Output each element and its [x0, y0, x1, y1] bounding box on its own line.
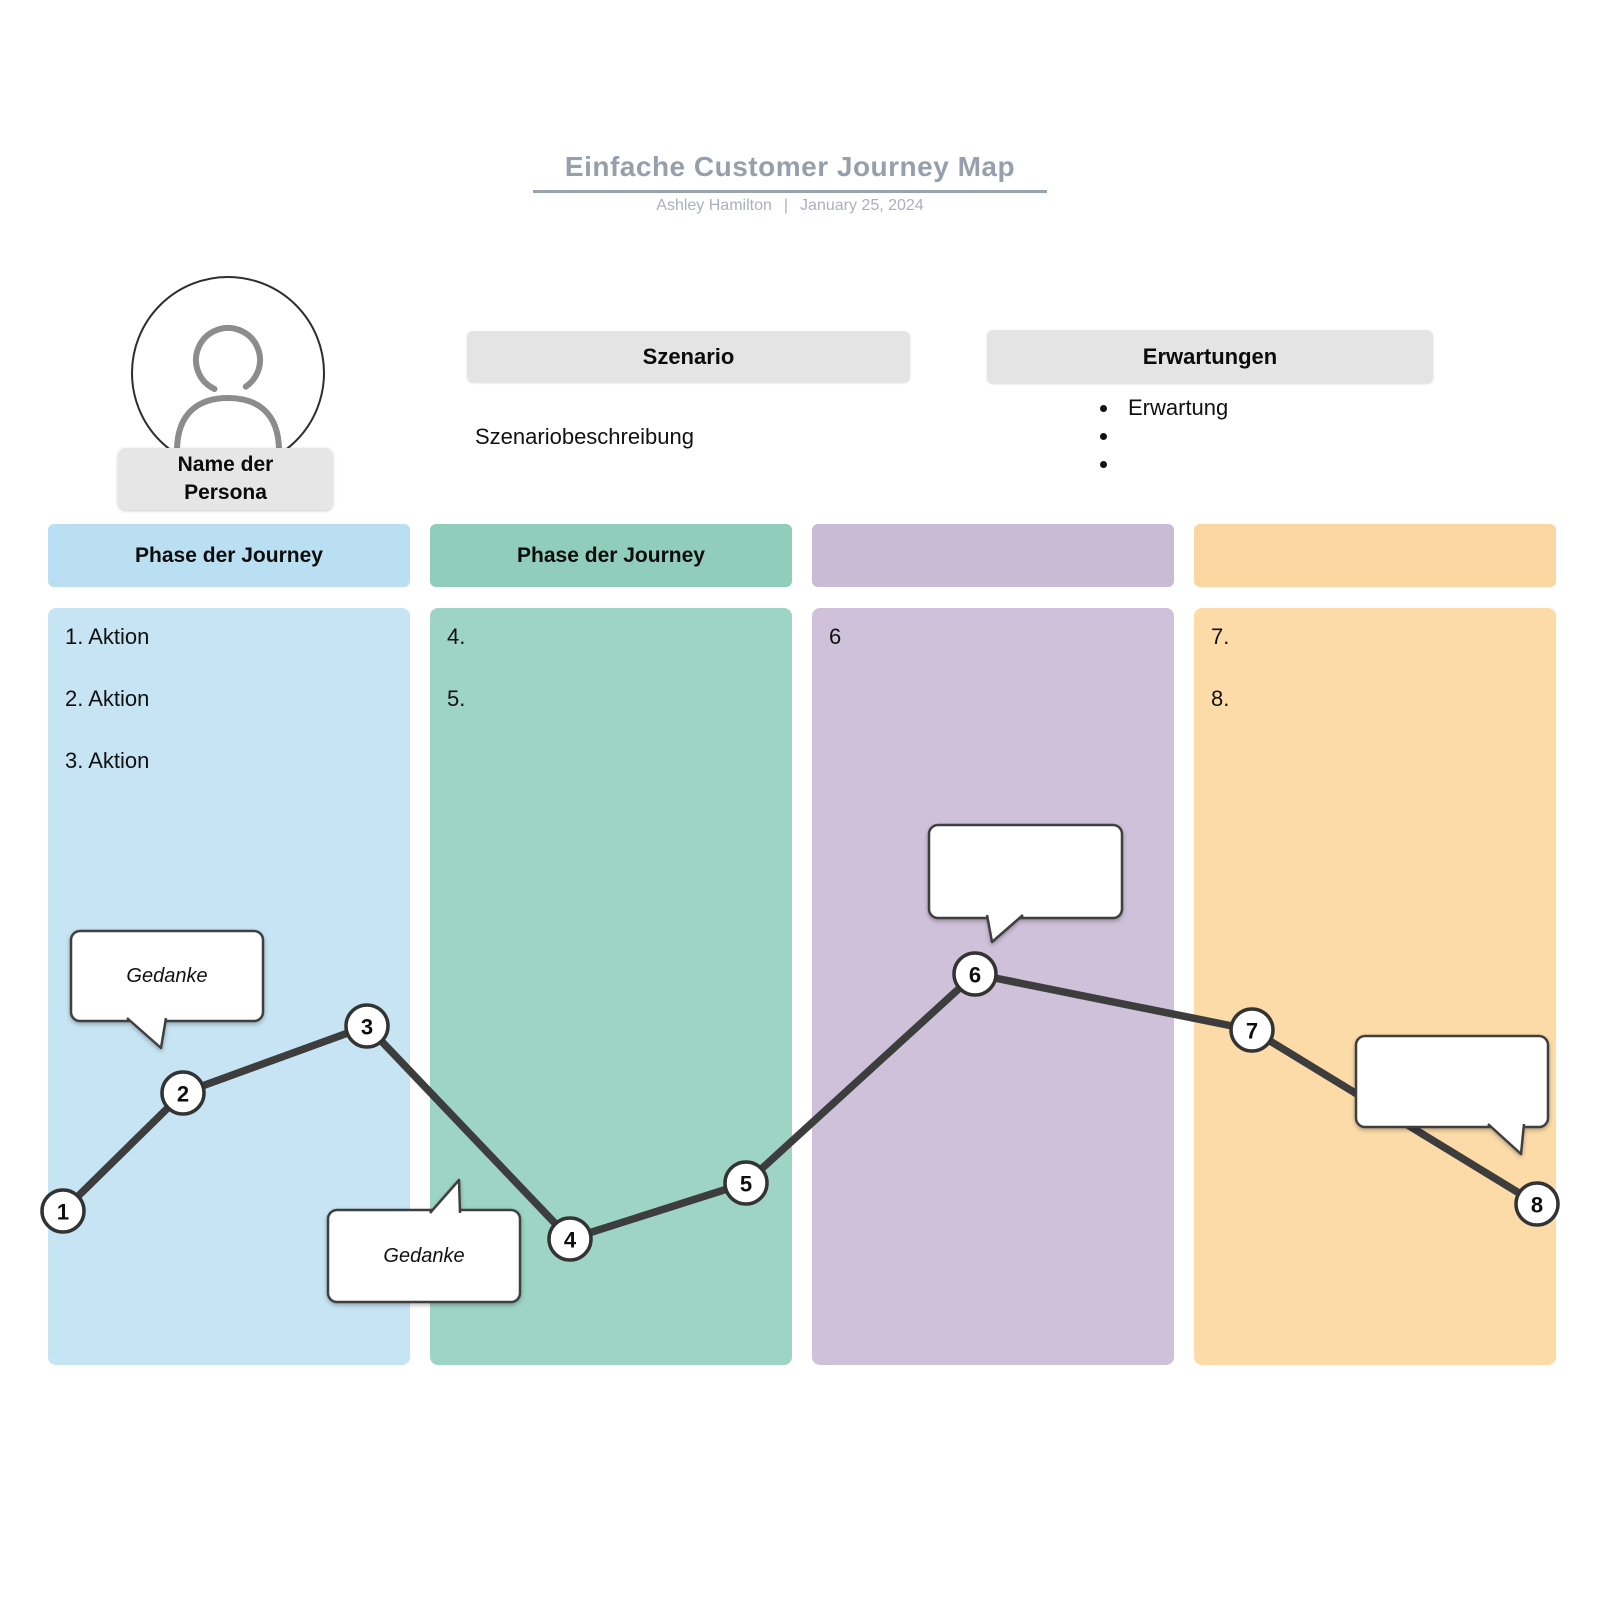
- journey-point-circle: [1514, 1181, 1560, 1227]
- bullet-icon: [1100, 404, 1107, 412]
- journey-point-2[interactable]: 2: [160, 1070, 206, 1116]
- persona-name-label[interactable]: Name der Persona: [118, 448, 333, 510]
- journey-point-5[interactable]: 5: [723, 1160, 769, 1206]
- speech-bubble[interactable]: Gedanke: [326, 1178, 522, 1304]
- expectation-item[interactable]: [1100, 422, 1228, 450]
- journey-point-number: 6: [969, 963, 981, 988]
- page-title: Einfache Customer Journey Map: [564, 151, 1016, 182]
- journey-point-circle: [1229, 1007, 1275, 1053]
- speech-bubble[interactable]: [927, 823, 1124, 944]
- bullet-icon: [1100, 432, 1107, 440]
- journey-point-number: 7: [1246, 1019, 1258, 1044]
- journey-point-number: 1: [57, 1200, 69, 1225]
- journey-point-3[interactable]: 3: [344, 1003, 390, 1049]
- journey-point-1[interactable]: 1: [40, 1188, 86, 1234]
- journey-point-number: 2: [177, 1082, 189, 1107]
- phase-body[interactable]: 7. 8.: [1194, 608, 1556, 1365]
- subtitle-separator: |: [783, 197, 789, 214]
- speech-bubble-body: [69, 929, 265, 1023]
- page-subtitle: Ashley Hamilton | January 25, 2024: [0, 197, 1580, 215]
- scenario-heading[interactable]: Szenario: [467, 331, 910, 382]
- speech-bubble-body: [1354, 1034, 1550, 1129]
- journey-point-number: 8: [1531, 1193, 1543, 1218]
- journey-point-number: 5: [740, 1172, 752, 1197]
- list-item[interactable]: 3. Aktion: [65, 748, 150, 773]
- journey-point-number: 4: [564, 1228, 577, 1253]
- list-item[interactable]: 2. Aktion: [65, 686, 150, 711]
- bubble-text: Gedanke: [126, 965, 207, 987]
- phase-header[interactable]: [1194, 524, 1556, 587]
- journey-point-circle: [40, 1188, 86, 1234]
- author-name: Ashley Hamilton: [656, 197, 772, 214]
- speech-bubble-tail: [126, 1017, 168, 1050]
- expectation-text: Erwartung: [1128, 395, 1229, 420]
- journey-point-circle: [723, 1160, 769, 1206]
- speech-bubble-tail: [985, 914, 1024, 944]
- journey-point-8[interactable]: 8: [1514, 1181, 1560, 1227]
- speech-bubble[interactable]: [1354, 1034, 1550, 1156]
- speech-bubble-tail: [429, 1178, 462, 1214]
- journey-point-circle: [952, 951, 998, 997]
- expectations-heading[interactable]: Erwartungen: [987, 330, 1433, 383]
- speech-bubble-body: [927, 823, 1124, 920]
- phase-header[interactable]: [812, 524, 1174, 587]
- speech-bubble-body: [326, 1208, 522, 1304]
- expectation-item[interactable]: [1100, 450, 1228, 478]
- phase-column-4: 7. 8.: [1194, 0, 1556, 1600]
- expectations-list: Erwartung: [1100, 394, 1228, 478]
- list-item[interactable]: 7.: [1211, 624, 1230, 649]
- bullet-icon: [1100, 460, 1107, 468]
- list-item[interactable]: 6: [829, 624, 842, 649]
- list-item[interactable]: 4.: [447, 624, 466, 649]
- phase-column-3: 6: [812, 0, 1174, 1600]
- speech-bubble[interactable]: Gedanke: [69, 929, 265, 1050]
- journey-point-7[interactable]: 7: [1229, 1007, 1275, 1053]
- journey-point-number: 3: [361, 1015, 373, 1040]
- user-icon: [174, 325, 282, 454]
- journey-point-4[interactable]: 4: [547, 1216, 593, 1262]
- date-label: January 25, 2024: [800, 197, 924, 214]
- scenario-description[interactable]: Szenariobeschreibung: [475, 424, 694, 449]
- list-item[interactable]: 5.: [447, 686, 466, 711]
- speech-bubble-tail: [1487, 1123, 1526, 1156]
- journey-point-circle: [344, 1003, 390, 1049]
- journey-point-6[interactable]: 6: [952, 951, 998, 997]
- list-item[interactable]: 8.: [1211, 686, 1230, 711]
- list-item[interactable]: 1. Aktion: [65, 624, 150, 649]
- phase-header[interactable]: Phase der Journey: [430, 524, 792, 587]
- phase-header[interactable]: Phase der Journey: [48, 524, 410, 587]
- expectation-item[interactable]: Erwartung: [1100, 394, 1228, 422]
- journey-point-circle: [547, 1216, 593, 1262]
- journey-line: [59, 970, 1541, 1243]
- bubble-text: Gedanke: [383, 1245, 464, 1267]
- title-underline: [533, 190, 1047, 193]
- journey-point-circle: [160, 1070, 206, 1116]
